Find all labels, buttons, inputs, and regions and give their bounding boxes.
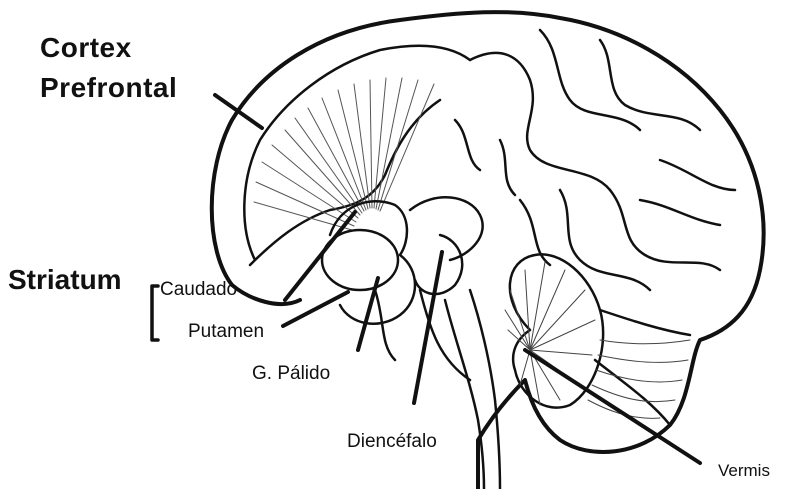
cortex-band: [244, 46, 470, 260]
label-cortex: Cortex: [40, 34, 132, 62]
label-vermis: Vermis: [718, 462, 770, 479]
label-diencefalo: Diencéfalo: [347, 432, 437, 451]
gyri: [455, 30, 735, 290]
leader-diencefalo: [414, 252, 442, 403]
label-g-palido: G. Pálido: [252, 364, 330, 383]
frontal-fold: [250, 100, 440, 265]
label-striatum: Striatum: [8, 266, 122, 294]
label-prefrontal: Prefrontal: [40, 74, 177, 102]
leader-putamen: [283, 292, 348, 326]
label-caudado: Caudado: [160, 280, 237, 299]
brain-outline: [212, 12, 764, 489]
leader-cortex: [215, 95, 262, 128]
brainstem: [445, 290, 500, 489]
lower-cerebellum-folia: [588, 340, 690, 418]
striatum-bracket: [152, 286, 158, 340]
label-putamen: Putamen: [188, 322, 264, 341]
